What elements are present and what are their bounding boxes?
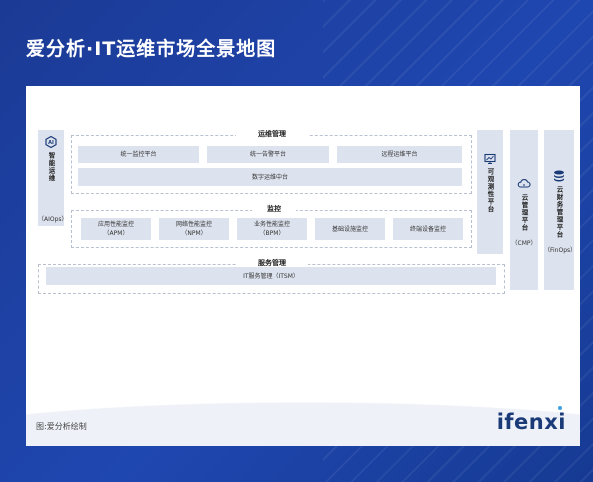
monitor-item: 应用性能监控 （APM）: [81, 218, 151, 240]
finops-sub: （FinOps）: [544, 247, 577, 254]
ops-item: 统一告警平台: [207, 146, 329, 163]
finops-label: 云财务管理平台: [555, 186, 563, 239]
monitor-chart-icon: [484, 153, 496, 167]
finops-column: 云财务管理平台 （FinOps）: [544, 130, 577, 290]
database-stack-icon: [553, 170, 566, 184]
cmp-sub: （CMP）: [511, 240, 537, 247]
monitor-item-name: 业务性能监控: [253, 221, 290, 228]
ops-item: 统一监控平台: [78, 146, 199, 163]
observability-label: 可观测性平台: [486, 168, 494, 213]
digital-ops-center: 数字运维中台: [78, 168, 462, 186]
monitor-item: 终端设备监控: [393, 218, 463, 240]
svg-text:AI: AI: [48, 140, 54, 146]
monitor-item-abbr: （BPM）: [259, 230, 285, 237]
monitor-item-abbr: （APM）: [103, 230, 129, 237]
aiops-label: 智能运维: [47, 152, 55, 182]
cloud-icon: [517, 178, 531, 190]
ifenxi-logo: ifenxi: [496, 410, 566, 434]
monitor-item-abbr: （NPM）: [181, 230, 207, 237]
cmp-label: 云管理平台: [520, 194, 528, 232]
aiops-sub: （AIOps）: [38, 216, 68, 223]
ai-chip-icon: AI: [45, 135, 57, 150]
ops-item: 远程运维平台: [337, 146, 462, 163]
observability-column: 可观测性平台: [477, 130, 503, 254]
monitor-item: 基础设施监控: [315, 218, 385, 240]
service-management-title: 服务管理: [236, 258, 308, 268]
monitor-item: 网络性能监控 （NPM）: [159, 218, 229, 240]
ops-management-title: 运维管理: [236, 129, 308, 139]
caption: 图:爱分析绘制: [36, 422, 87, 431]
diagram-card: AI 智能运维 （AIOps） 运维管理 统一监控平台 统一告警平台 远程运维平…: [26, 86, 580, 446]
page-title: 爱分析·IT运维市场全景地图: [26, 38, 277, 60]
logo-dot: [558, 406, 562, 410]
monitor-item-name: 应用性能监控: [97, 221, 134, 228]
monitor-item-name: 网络性能监控: [175, 221, 212, 228]
aiops-column: AI 智能运维 （AIOps）: [38, 130, 68, 226]
card-wave: [26, 366, 580, 446]
itsm-item: IT服务管理（ITSM）: [46, 267, 496, 285]
monitor-item: 业务性能监控 （BPM）: [237, 218, 307, 240]
cmp-column: 云管理平台 （CMP）: [510, 130, 538, 290]
monitoring-title: 监控: [252, 204, 296, 214]
